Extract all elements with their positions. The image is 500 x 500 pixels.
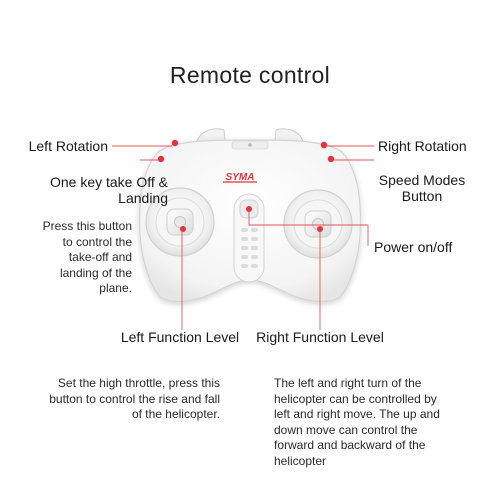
takeoff-button-indicator	[157, 155, 165, 163]
speed-mode-button-indicator	[327, 155, 335, 163]
left-rotation-indicator	[171, 139, 179, 147]
speed-modes-label: Speed Modes Button	[378, 172, 466, 204]
svg-text:SYMA: SYMA	[226, 172, 255, 183]
page-title: Remote control	[169, 62, 331, 88]
power-button-indicator	[246, 206, 252, 212]
takeoff-description: Press this button to control the take-of…	[42, 219, 132, 295]
center-panel	[233, 193, 265, 283]
right-function-label: Right Function Level	[256, 329, 384, 345]
right-rotation-indicator	[320, 141, 328, 149]
left-function-label: Left Function Level	[120, 329, 240, 345]
left-rotation-label: Left Rotation	[28, 138, 108, 154]
takeoff-landing-label: One key take Off & Landing	[49, 174, 168, 206]
right-rotation-label: Right Rotation	[378, 138, 467, 154]
leader-lines	[112, 145, 374, 330]
left-function-description: Set the high throttle, press this button…	[49, 376, 220, 421]
right-joystick	[283, 189, 353, 259]
left-joystick	[145, 187, 215, 257]
brand-logo: SYMA	[223, 172, 257, 183]
power-label: Power on/off	[374, 239, 453, 255]
right-function-description: The left and right turn of the helicopte…	[274, 376, 440, 468]
